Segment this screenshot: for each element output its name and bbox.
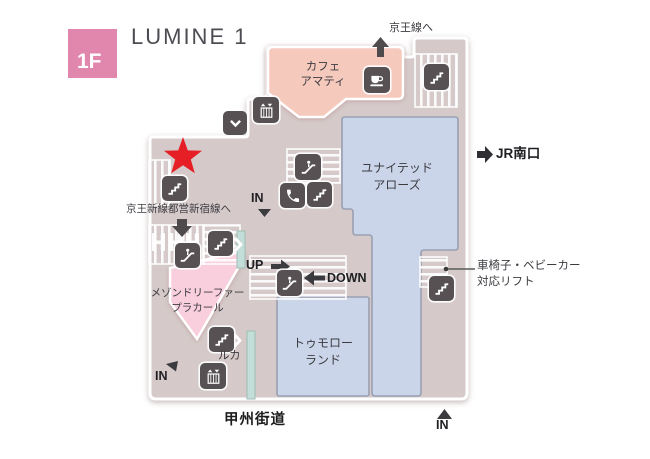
jr-south-exit-label: JR南口 xyxy=(496,146,541,161)
label-line: カフェ xyxy=(305,61,341,73)
current-location-star-icon xyxy=(164,137,202,174)
united-arrows-area xyxy=(341,116,459,397)
stairs-icon xyxy=(162,176,187,201)
wall-partition xyxy=(246,330,256,400)
keio-newline-down-arrow-icon xyxy=(172,219,192,237)
phone-icon xyxy=(280,183,305,208)
escalator-icon xyxy=(277,270,302,296)
keio-new-line-label: 京王新線都営新宿線へ xyxy=(126,203,231,215)
label-line: アマティ xyxy=(300,76,346,88)
in-label-southeast: IN xyxy=(436,418,449,432)
lift-note-label: 車椅子・ベビーカー 対応リフト xyxy=(477,259,581,290)
label-line: 対応リフト xyxy=(477,275,535,288)
label-line: プラカール xyxy=(171,301,224,314)
stairs-icon xyxy=(208,231,233,256)
united-arrows-label: ユナイテッド アローズ xyxy=(350,160,444,194)
label-line: メゾンドリーファー xyxy=(150,287,245,299)
in-up-arrow-icon xyxy=(437,409,452,419)
chevron-down-icon xyxy=(223,111,247,135)
cafe-amati-area xyxy=(266,45,405,119)
jr-south-arrow-icon xyxy=(477,146,493,163)
luca-label: ルカ xyxy=(218,350,241,362)
down-label: DOWN xyxy=(327,271,367,285)
cafe-amati-label: カフェ アマティ xyxy=(283,60,363,90)
in-down-arrow-icon xyxy=(258,209,271,217)
keio-exit-up-arrow-icon xyxy=(372,37,389,57)
floor-badge: 1F xyxy=(68,29,117,78)
stairs-icon xyxy=(209,327,234,352)
in-label-center: IN xyxy=(251,191,264,205)
building-title: LUMINE 1 xyxy=(131,24,249,49)
elevator-icon xyxy=(200,363,226,389)
label-line: アローズ xyxy=(373,178,421,192)
stairs-icon xyxy=(429,276,454,301)
maison-de-reefur-label: メゾンドリーファー プラカール xyxy=(150,286,245,315)
escalator-icon xyxy=(175,243,200,268)
label-line: ユナイテッド xyxy=(361,161,433,175)
down-left-arrow-icon xyxy=(304,270,325,286)
stairs-icon xyxy=(424,64,449,90)
label-line: ランド xyxy=(304,353,341,367)
stairs-icon xyxy=(307,182,332,207)
escalator-icon xyxy=(295,154,321,180)
elevator-icon xyxy=(253,97,279,123)
lift-callout-dot xyxy=(443,266,449,272)
up-label: UP xyxy=(246,258,264,272)
coffee-cup-icon xyxy=(364,67,390,93)
floor-badge-label: 1F xyxy=(77,50,102,73)
label-line: 車椅子・ベビーカー xyxy=(477,260,581,272)
koshu-kaido-label: 甲州街道 xyxy=(224,412,286,428)
chevron-right-icon xyxy=(232,333,242,348)
in-label-southwest: IN xyxy=(155,369,168,383)
tomorrowland-label: トゥモロー ランド xyxy=(277,335,369,369)
keio-line-exit-label: 京王線へ xyxy=(389,22,433,34)
chevron-right-icon xyxy=(233,237,243,252)
label-line: トゥモロー xyxy=(292,336,353,350)
in-ne-arrow-icon xyxy=(166,361,178,372)
